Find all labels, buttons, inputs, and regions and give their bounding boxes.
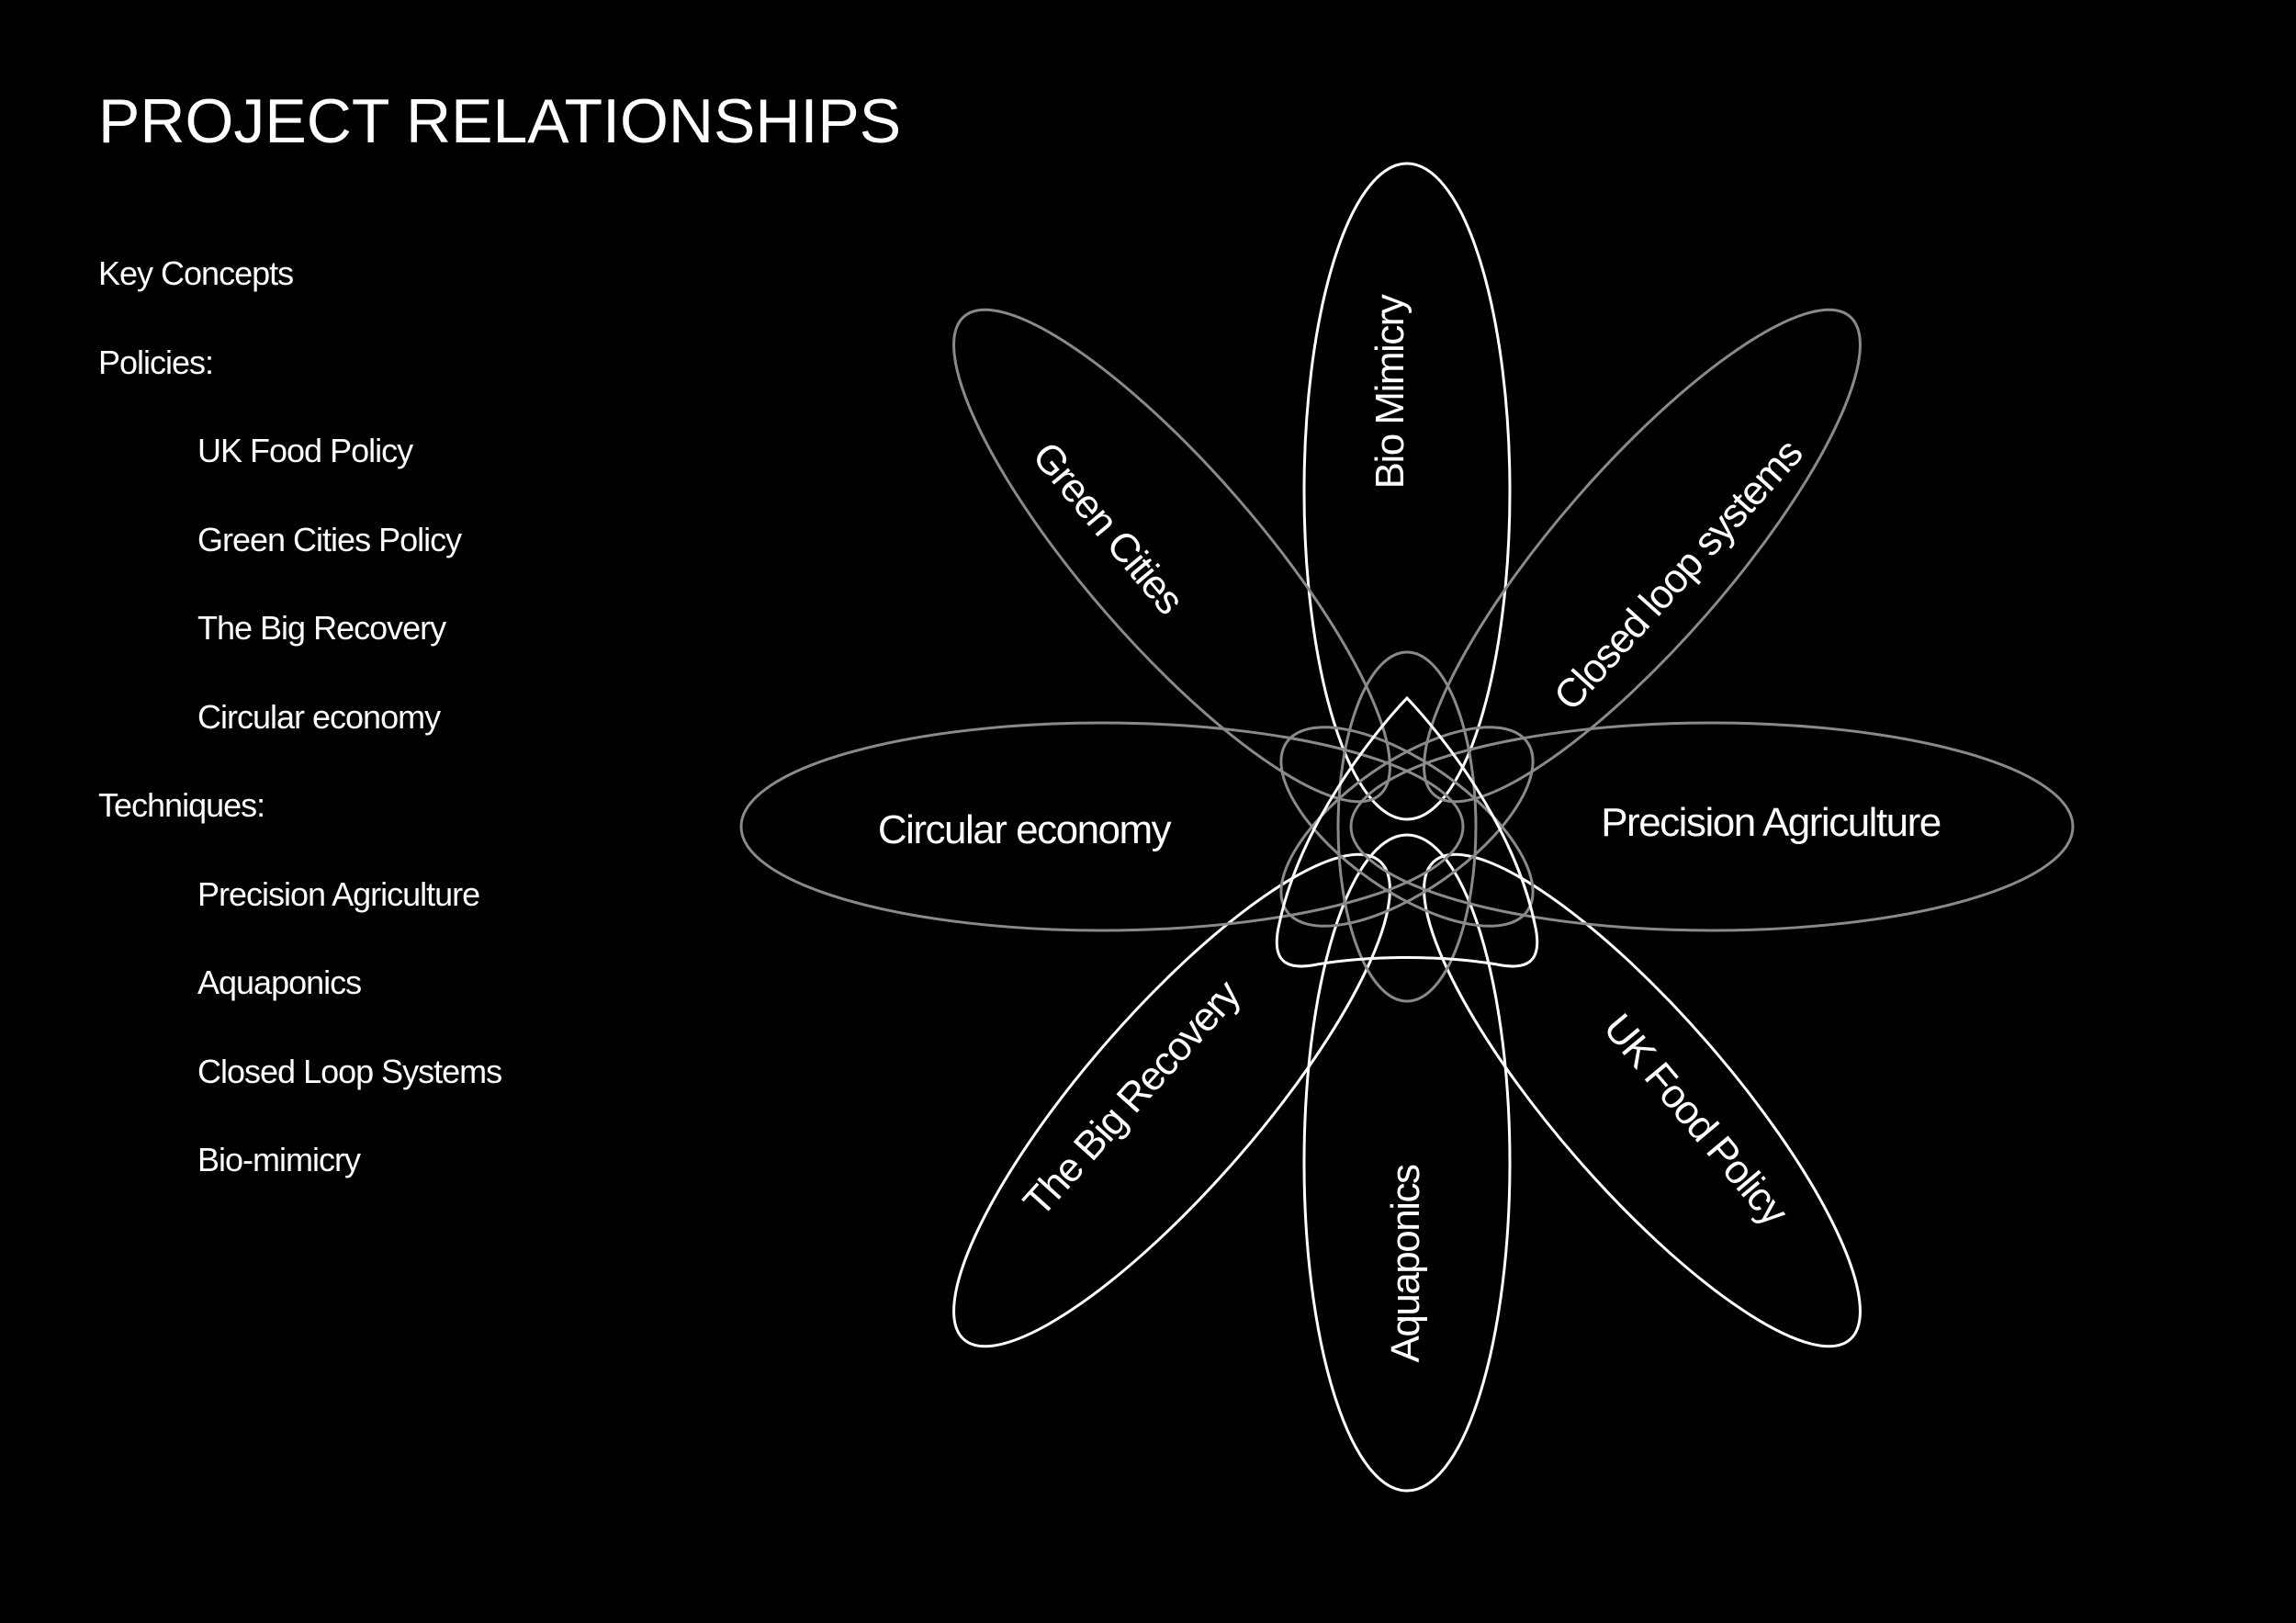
label-green-cities: Green Cities	[1024, 434, 1192, 622]
legend-key-concepts: Key Concepts	[98, 254, 294, 292]
legend-techniques-heading: Techniques:	[98, 786, 265, 824]
legend: Key Concepts Policies: UK Food Policy Gr…	[98, 248, 741, 1223]
label-circular-economy: Circular economy	[878, 807, 1172, 852]
petal-closed-loop-systems	[1423, 308, 1862, 804]
center-ring-diagonal-b	[1279, 726, 1535, 928]
center-ring-vertical	[1336, 650, 1478, 1003]
legend-item-precision-agriculture: Precision Agriculture	[197, 874, 480, 913]
label-aquaponics: Aquaponics	[1383, 1165, 1428, 1362]
legend-item-aquaponics: Aquaponics	[197, 964, 362, 1001]
petal-precision-agriculture	[1349, 721, 2075, 932]
petal-big-recovery	[952, 852, 1391, 1348]
petal-bio-mimicry	[1302, 162, 1512, 821]
legend-item-the-big-recovery: The Big Recovery	[197, 609, 446, 647]
legend-item-closed-loop-systems: Closed Loop Systems	[197, 1052, 502, 1090]
label-big-recovery: The Big Recovery	[1015, 972, 1249, 1225]
center-ring-diagonal-a	[1279, 726, 1535, 928]
legend-item-uk-food-policy: UK Food Policy	[197, 432, 413, 469]
label-closed-loop-systems: Closed loop systems	[1546, 431, 1811, 719]
page-title: PROJECT RELATIONSHIPS	[98, 86, 902, 156]
center-triangle	[1275, 695, 1539, 968]
label-uk-food-policy: UK Food Policy	[1595, 1006, 1797, 1234]
petal-aquaponics	[1302, 833, 1512, 1493]
legend-item-green-cities-policy: Green Cities Policy	[197, 520, 462, 558]
petal-uk-food-policy	[1423, 852, 1862, 1348]
label-precision-agriculture: Precision Agriculture	[1601, 800, 1941, 845]
petal-circular-economy	[739, 721, 1465, 932]
legend-item-circular-economy: Circular economy	[197, 697, 441, 736]
legend-policies-heading: Policies:	[98, 343, 214, 381]
legend-item-bio-mimicry: Bio-mimicry	[197, 1141, 361, 1178]
label-bio-mimicry: Bio Mimicry	[1367, 294, 1412, 489]
petal-green-cities	[952, 308, 1391, 804]
